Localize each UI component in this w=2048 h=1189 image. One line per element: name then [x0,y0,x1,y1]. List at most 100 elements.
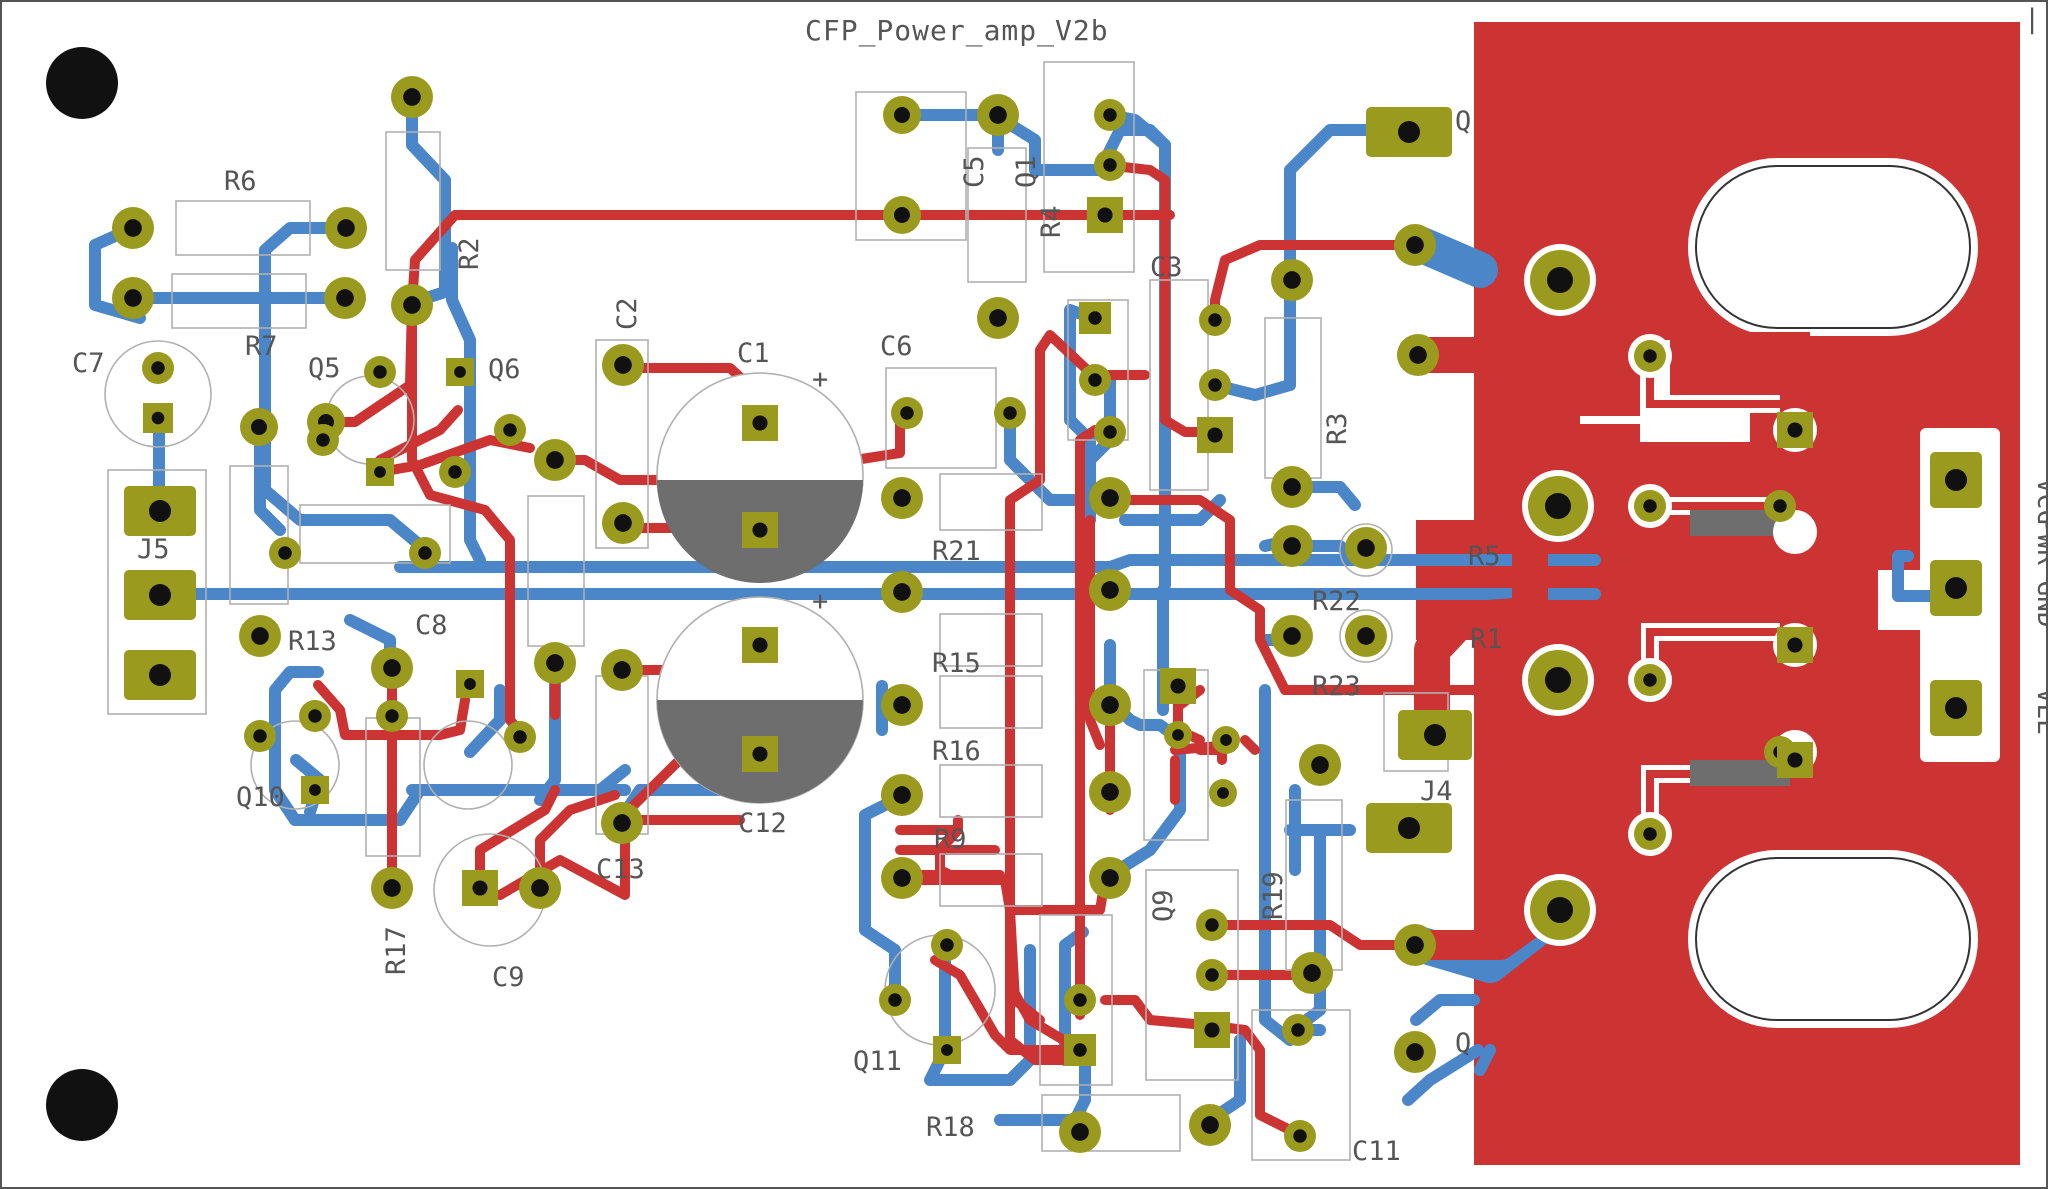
power-copper-pour [1416,22,2020,1165]
label-r4: R4 [1036,205,1067,238]
pad-drill [1945,697,1967,719]
pad-drill [448,465,462,479]
label-c2: C2 [612,297,643,330]
pad-drill [1097,207,1113,223]
pad-drill [151,411,165,425]
label-r21: R21 [932,536,981,567]
pad-drill [1424,724,1446,746]
pad-drill [1643,827,1657,841]
silkscreen-labels: R6 R7 R2 C7 Q5 Q6 J5 R13 C8 Q10 C1 C2 C5… [72,4,2048,1167]
pad-drill [1208,378,1222,392]
label-r23: R23 [1312,671,1361,702]
pad-drill [752,746,768,762]
pad-drill [1217,787,1229,799]
pad-drill [1103,425,1117,439]
pad-drill [1073,1043,1087,1057]
pad-drill [316,433,330,447]
label-vee: VEE [2031,688,2048,735]
pad-drill [385,709,399,723]
pad-drill [1945,469,1967,491]
pad-drill [251,627,269,645]
pad-drill [1545,493,1571,519]
label-q5: Q5 [308,353,341,384]
pad-drill [1073,993,1087,1007]
pad-drill [893,696,911,714]
pad-drill [900,406,914,420]
pad-drill [1787,752,1803,768]
pad-drill [1220,734,1232,746]
pad-drill [278,546,292,560]
pad-drill [1172,729,1184,741]
label-c1: C1 [737,338,770,369]
mounting-hole-top-left [46,47,118,119]
pad-drill [503,423,517,437]
label-q9: Q9 [1148,889,1179,922]
label-r13: R13 [288,626,337,657]
label-pwr-gnd: PWR GND [2031,518,2048,628]
pad-drill [1293,1129,1307,1143]
pad-drill [513,730,527,744]
label-c11: C11 [1352,1136,1401,1167]
pad-drill [1101,869,1119,887]
component-pads [112,76,1982,1153]
pad-drill [1643,499,1657,513]
pad-drill [1207,427,1223,443]
label-c5: C5 [959,155,990,188]
pad-drill [464,678,476,690]
pad-drill [1787,422,1803,438]
pad-drill [1545,667,1571,693]
label-c3: C3 [1150,252,1183,283]
capacitor-c1-body: + [656,364,864,583]
pad-drill [253,729,267,743]
pad-drill [1283,537,1301,555]
pad-drill [149,500,171,522]
pad-drill [472,880,488,896]
label-r15: R15 [932,648,981,679]
label-r17: R17 [381,926,412,975]
pad-drill [1205,918,1219,932]
label-j5: J5 [137,534,170,565]
label-c7: C7 [72,348,105,379]
label-q11: Q11 [853,1046,902,1077]
svg-text:|: | [2024,4,2040,35]
label-r9: R9 [934,824,967,855]
pad-drill [546,451,564,469]
label-r5: R5 [1468,541,1501,572]
pad-drill [1205,968,1219,982]
pad-drill [308,709,322,723]
pad-drill [1071,1123,1089,1141]
pad-drill [149,664,171,686]
pad-drill [1283,478,1301,496]
label-r19: R19 [1258,871,1289,920]
pad-drill [309,784,321,796]
svg-text:+: + [812,586,828,617]
pad-drill [752,415,768,431]
pad-drill [752,637,768,653]
pad-drill [124,289,142,307]
label-c9: C9 [492,962,525,993]
pad-drill [1088,373,1102,387]
pad-drill [752,522,768,538]
pad-drill [1643,349,1657,363]
pad-drill [894,107,910,123]
pad-drill [1547,267,1573,293]
top-copper-traces [313,160,1485,1135]
pad-drill [941,1044,953,1056]
pad-drill [1283,271,1301,289]
label-vcc: VCC [2031,478,2048,525]
pad-drill [989,106,1007,124]
pad-drill [454,366,466,378]
pad-drill [1409,346,1427,364]
pad-drill [149,584,171,606]
pad-drill [1398,121,1420,143]
pad-drill [1283,627,1301,645]
pad-drill [251,419,267,435]
pad-drill [1406,936,1424,954]
label-c6: C6 [880,331,913,362]
pad-drill [1406,1043,1424,1061]
pad-drill [383,659,401,677]
pad-drill [1204,1022,1220,1038]
pad-drill [940,938,954,952]
pad-drill [1398,817,1420,839]
